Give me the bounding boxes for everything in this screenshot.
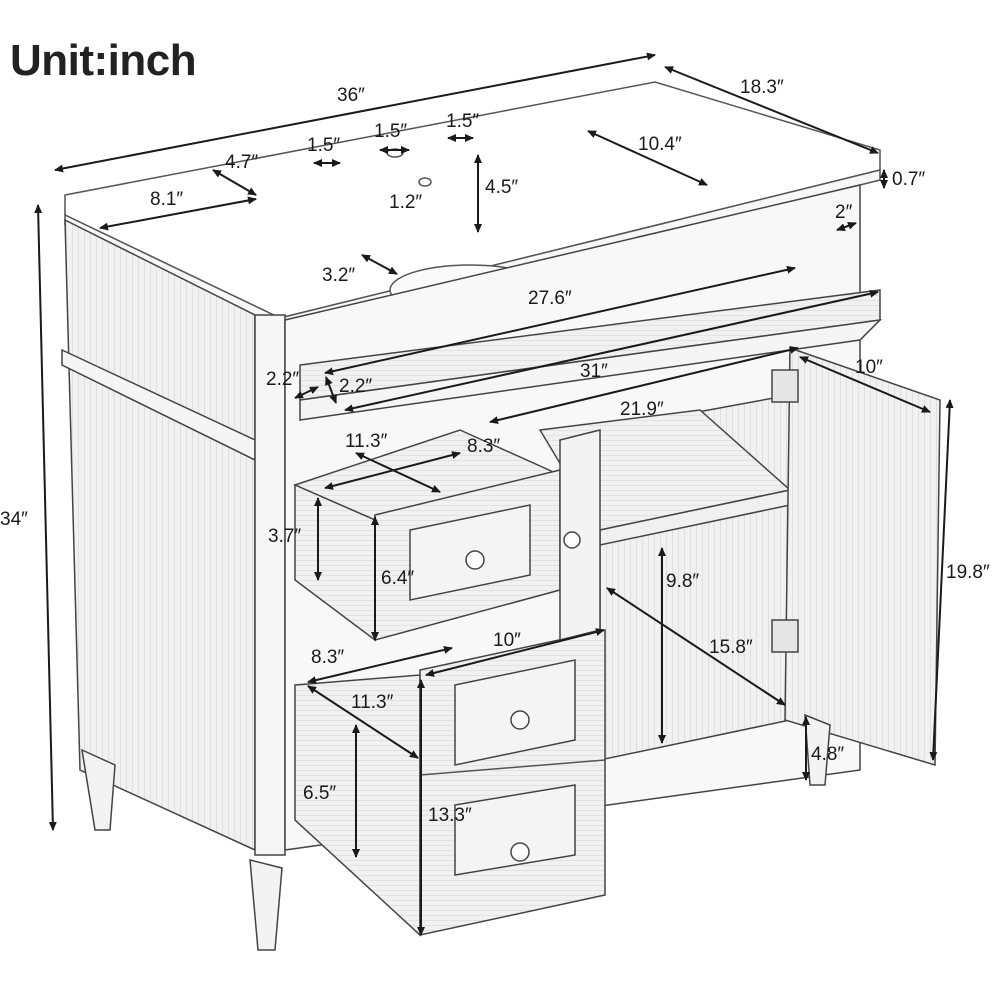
label-bottom-drawer-front-width: 10″ [493, 630, 521, 651]
label-frame-left: 2.2″ [266, 369, 300, 390]
label-bottom-drawer-inner-height: 6.5″ [303, 783, 337, 804]
label-side-panel-width: 2″ [835, 202, 853, 223]
label-overall-height: 34″ [0, 509, 28, 530]
label-top-drawer-front-height: 6.4″ [381, 568, 415, 589]
label-basin-depth: 10.4″ [638, 134, 682, 155]
dimension-lines [34, 52, 954, 936]
label-back-to-basin: 4.5″ [485, 177, 519, 198]
label-front-to-basin: 3.2″ [322, 265, 356, 286]
label-frame-right: 2.2″ [339, 376, 373, 397]
label-shelf-clearance: 9.8″ [666, 571, 700, 592]
label-top-side-to-basin: 8.1″ [150, 189, 184, 210]
label-faucet-spacing-left: 1.5″ [307, 135, 341, 156]
left-side-panel [61, 218, 286, 951]
label-door-width: 10″ [855, 357, 883, 378]
label-top-edge-to-basin: 4.7″ [225, 152, 259, 173]
label-cabinet-depth: 15.8″ [709, 637, 753, 658]
label-cabinet-width: 21.9″ [620, 399, 664, 420]
label-faucet-hole-diameter: 1.5″ [374, 121, 408, 142]
label-inner-width: 31″ [580, 361, 608, 382]
label-top-drawer-depth: 11.3″ [345, 431, 388, 452]
center-divider [559, 429, 601, 641]
label-overall-depth: 18.3″ [740, 77, 784, 98]
label-top-drawer-width: 8.3″ [467, 436, 501, 457]
label-faucet-spacing-right: 1.5″ [446, 111, 480, 132]
label-bottom-drawer-front-height: 13.3″ [428, 805, 472, 826]
label-drain-diameter: 1.2″ [389, 192, 423, 213]
label-top-drawer-inner-height: 3.7″ [268, 526, 302, 547]
label-overall-width: 36″ [337, 85, 365, 106]
label-bottom-drawer-depth: 11.3″ [351, 692, 394, 713]
label-basin-width: 27.6″ [528, 288, 572, 309]
label-top-thickness: 0.7″ [892, 169, 926, 190]
label-bottom-drawer-width: 8.3″ [311, 647, 345, 668]
label-leg-height: 4.8″ [811, 744, 845, 765]
label-door-height: 19.8″ [946, 562, 990, 583]
open-door [771, 346, 941, 786]
